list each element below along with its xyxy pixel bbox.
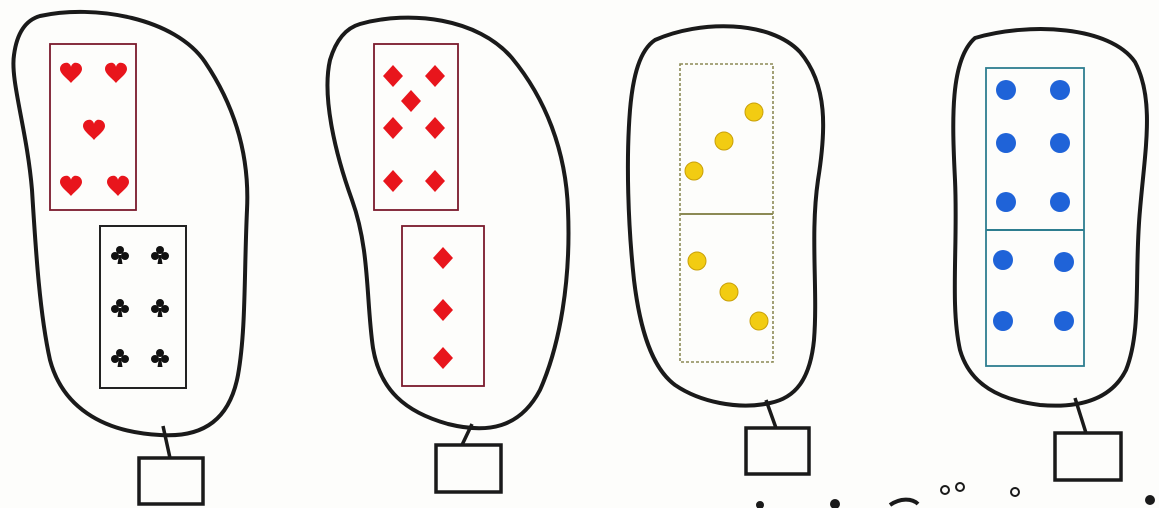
heart-pip (83, 119, 105, 140)
group-4-blob-outline (951, 27, 1149, 408)
clubs-card-border (99, 225, 187, 389)
group-1-blob-outline (11, 9, 250, 438)
diamonds-card-three (401, 225, 485, 387)
yellow-domino (679, 63, 774, 363)
yellow-dot (744, 102, 764, 122)
diamonds-card-border (373, 43, 459, 211)
diamond-pip (425, 65, 445, 87)
yellow-dot (714, 131, 734, 151)
group-3-blob-outline (625, 24, 826, 408)
hearts-card-border (49, 43, 137, 211)
clubs-card-six (99, 225, 187, 389)
blue-dot (993, 250, 1013, 270)
blue-dot (1050, 133, 1070, 153)
group-1 (11, 9, 250, 506)
blue-dot (1050, 80, 1070, 100)
heart-pip (107, 175, 129, 196)
group-2-connector-line (460, 423, 474, 446)
group-2-answer-box[interactable] (434, 443, 503, 494)
blue-dot (1054, 311, 1074, 331)
diamonds-card-border (401, 225, 485, 387)
club-pip (111, 246, 129, 264)
group-3-answer-box[interactable] (744, 426, 811, 476)
diamond-pip (425, 117, 445, 139)
group-2 (325, 15, 571, 494)
diamond-pip (433, 299, 453, 321)
group-3 (625, 24, 826, 476)
group-2-blob-outline (325, 15, 571, 431)
diamond-pip (383, 65, 403, 87)
group-4-connector-line (1073, 397, 1088, 434)
yellow-dot (687, 251, 707, 271)
blue-dot (996, 133, 1016, 153)
blue-dot (993, 311, 1013, 331)
group-4-answer-box[interactable] (1053, 431, 1123, 482)
blue-dot (996, 192, 1016, 212)
group-3-connector-line (764, 399, 778, 429)
cropped-handwriting-marks (756, 482, 1155, 508)
diamond-pip (433, 347, 453, 369)
group-1-answer-box[interactable] (137, 456, 205, 506)
diamond-pip (433, 247, 453, 269)
diamond-pip (425, 170, 445, 192)
diamonds-card-seven (373, 43, 459, 211)
hearts-card-five (49, 43, 137, 211)
club-pip (111, 349, 129, 367)
club-pip (151, 246, 169, 264)
heart-pip (105, 62, 127, 83)
heart-pip (60, 62, 82, 83)
yellow-dot (719, 282, 739, 302)
heart-pip (60, 175, 82, 196)
group-4 (951, 27, 1149, 482)
blue-domino (985, 67, 1085, 367)
diamond-pip (383, 117, 403, 139)
group-1-connector-line (161, 425, 172, 459)
yellow-dot (684, 161, 704, 181)
blue-dot (1054, 252, 1074, 272)
yellow-dot (749, 311, 769, 331)
diamond-pip (401, 90, 421, 112)
club-pip (151, 299, 169, 317)
blue-dot (996, 80, 1016, 100)
blue-dot (1050, 192, 1070, 212)
club-pip (151, 349, 169, 367)
club-pip (111, 299, 129, 317)
blue-domino-border (985, 67, 1085, 367)
diamond-pip (383, 170, 403, 192)
